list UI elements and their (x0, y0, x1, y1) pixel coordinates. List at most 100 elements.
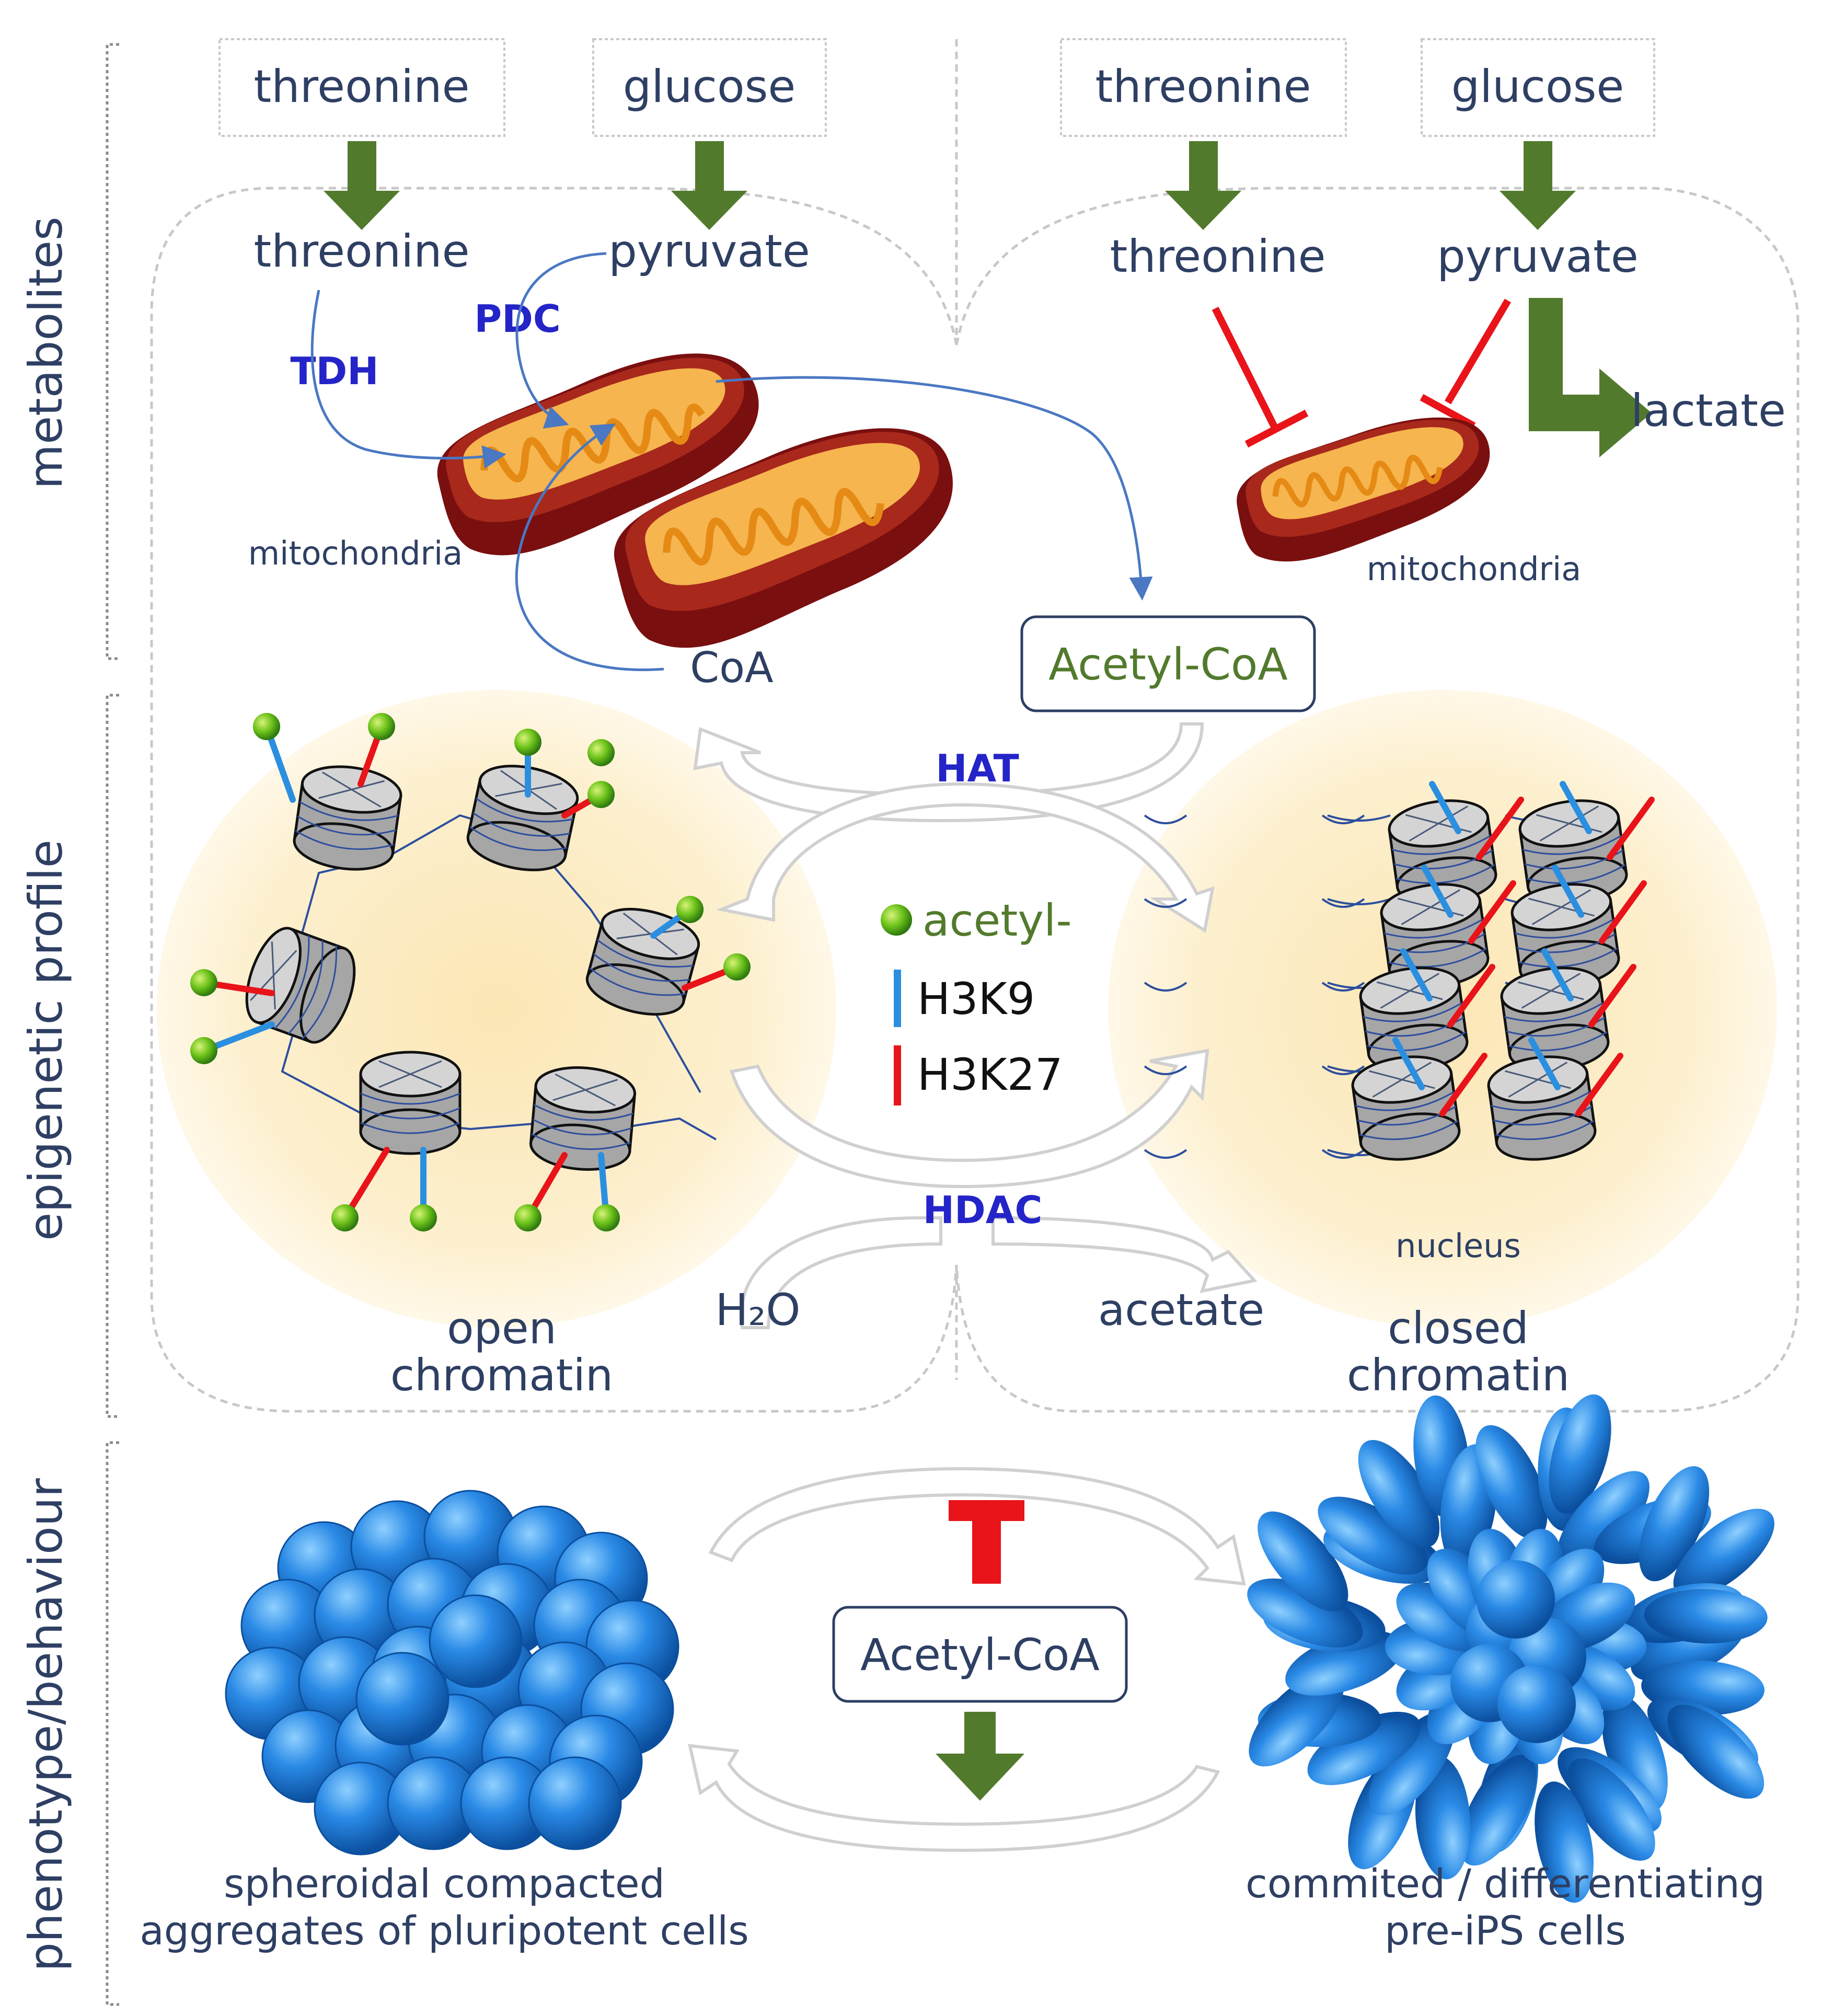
acetyl-group (676, 896, 704, 923)
hdac-label: HDAC (923, 1188, 1043, 1232)
nucleosome (1351, 1055, 1461, 1161)
h3k27-mark (1468, 880, 1516, 944)
left-mitochondria-label: mitochondria (248, 534, 463, 572)
nucleosome (1487, 1055, 1597, 1161)
pathway-arrows (310, 252, 1153, 671)
acetyl-group (331, 1204, 359, 1231)
left-product-threonine: threonine (253, 225, 469, 278)
nucleosome (245, 927, 356, 1044)
h3k9-mark (1528, 1037, 1561, 1090)
acetate-label: acetate (1098, 1284, 1264, 1335)
left-product-pyruvate: pyruvate (608, 225, 810, 278)
h3k27-legend-swatch (894, 1045, 901, 1105)
legend-h3k27: H3K27 (917, 1049, 1063, 1100)
acetyl-group (514, 729, 541, 756)
mitochondrion-2 (614, 428, 953, 648)
differentiating-core-cell (1497, 1665, 1576, 1743)
differentiating-cell (1644, 1589, 1768, 1644)
right-input-glucose: glucose (1451, 61, 1624, 113)
dna-strand (1144, 898, 1391, 908)
phenotype-cycle-arrows (688, 1467, 1246, 1852)
phenotype-left-line2: aggregates of pluripotent cells (140, 1907, 749, 1954)
label-epigenetic-profile: epigenetic profile (19, 839, 73, 1241)
nucleus-label: nucleus (1396, 1227, 1521, 1265)
legend: acetyl- H3K9 H3K27 (881, 895, 1072, 1105)
h3k27-mark (1599, 880, 1647, 944)
h3k27-mark (1476, 797, 1524, 860)
dna-strand (1144, 814, 1391, 824)
differentiating-cell (1673, 1508, 1774, 1598)
differentiating-cell (1639, 1466, 1710, 1582)
nucleosome (529, 1066, 637, 1171)
acetyl-group (593, 1204, 620, 1231)
lactate-label: lactate (1631, 385, 1786, 437)
nucleosome (1359, 966, 1469, 1072)
section-brackets (106, 43, 119, 2006)
acetyl-group (587, 739, 615, 766)
closed-chromatin-line2: chromatin (1347, 1350, 1570, 1401)
differentiating-cell (1258, 1511, 1348, 1611)
closed-chromatin-line1: closed (1388, 1303, 1529, 1354)
h3k9-mark (1552, 865, 1584, 918)
differentiating-cell (1358, 1439, 1440, 1548)
acetyl-coa-box-top (1020, 615, 1316, 712)
nucleosome (1500, 966, 1610, 1072)
h3k9-mark (1560, 781, 1592, 834)
differentiating-cell (1667, 1704, 1765, 1799)
legend-h3k9: H3K9 (917, 973, 1035, 1024)
differentiating-cell (1535, 1781, 1594, 1903)
cell-outlines (150, 39, 1800, 1413)
right-input-threonine: threonine (1095, 61, 1311, 113)
phenotype-right-line2: pre-iPS cells (1385, 1907, 1626, 1954)
differentiating-cell (1556, 1471, 1650, 1570)
nucleosome (585, 907, 700, 1016)
open-chromatin-line2: chromatin (390, 1350, 613, 1401)
inhibition-mark-bottom (949, 1500, 1024, 1584)
lactate-arrow (1529, 298, 1652, 457)
inhibition-marks-top (1212, 298, 1512, 448)
differentiating-cell (1415, 1756, 1471, 1880)
differentiating-cell (1247, 1578, 1363, 1648)
green-down-arrows (324, 141, 1576, 230)
differentiating-cell (1601, 1694, 1668, 1812)
input-boxes (218, 38, 1655, 137)
phenotype-left-line1: spheroidal compacted (224, 1860, 665, 1907)
h3k27-mark (1575, 1053, 1623, 1116)
h3k9-legend-swatch (894, 970, 901, 1027)
mitochondrion-3 (1237, 417, 1490, 562)
h3k9-mark (1400, 948, 1433, 1001)
h3k27-mark (1447, 964, 1495, 1028)
acetyl-group (190, 969, 217, 996)
h3k9-mark (1541, 948, 1574, 1001)
pluripotent-spheroid (225, 1490, 679, 1856)
acetyl-coa-top-label: Acetyl-CoA (1048, 639, 1288, 690)
nucleosome (359, 1051, 462, 1155)
acetyl-group (514, 1204, 541, 1231)
differentiating-cell (1567, 1758, 1655, 1861)
coa-label: CoA (690, 643, 774, 692)
right-product-threonine: threonine (1110, 231, 1325, 283)
cycle-arrows-hdac (730, 1049, 1258, 1329)
acetyl-coa-bottom-label: Acetyl-CoA (860, 1629, 1100, 1680)
enzyme-tdh: TDH (290, 349, 378, 393)
open-chromatin-line1: open (447, 1303, 557, 1354)
nucleosome (293, 765, 402, 871)
green-promotion-arrow (936, 1712, 1024, 1801)
left-input-threonine: threonine (253, 61, 469, 113)
open-chromatin-nucleosomes (190, 713, 751, 1231)
phenotype-right-line1: commited / differentiating (1246, 1860, 1765, 1907)
differentiating-cell (1307, 1712, 1421, 1785)
nucleosome (1380, 883, 1490, 988)
label-metabolites: metabolites (19, 216, 73, 489)
acetyl-group (587, 781, 615, 808)
h3k9-mark (1421, 865, 1454, 918)
acetyl-group (368, 713, 395, 740)
pluripotent-cell (528, 1756, 622, 1850)
right-mitochondria-label: mitochondria (1367, 550, 1582, 588)
h3k27-mark (1439, 1053, 1487, 1116)
cycle-arrows-hat (693, 722, 1215, 933)
differentiating-cell (1549, 1394, 1611, 1514)
h3k27-mark (1607, 797, 1655, 860)
water-label: H₂O (716, 1284, 801, 1335)
